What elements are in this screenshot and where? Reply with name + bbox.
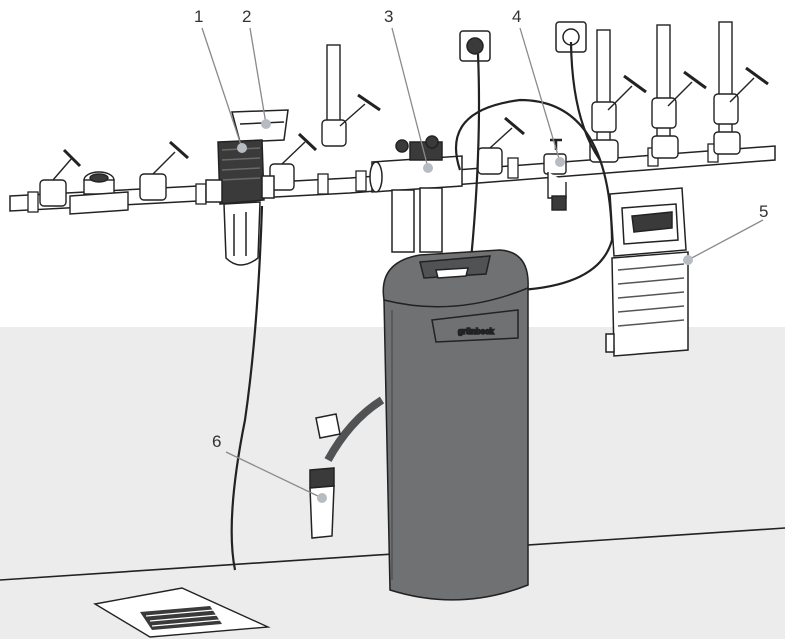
callout-number-1: 1 [194,7,203,26]
callout-number-3: 3 [384,7,393,26]
brand-label: grünbeck [458,327,495,336]
callout-line-5 [688,220,763,260]
dosing-unit [606,188,688,356]
callout-number-2: 2 [242,7,251,26]
callout-dot-4 [555,157,565,167]
callout-line-1 [202,28,242,148]
callout-number-5: 5 [759,202,768,221]
callout-dot-1 [237,143,247,153]
callout-dot-2 [261,119,271,129]
callout-dot-6 [317,493,327,503]
softener-tank: grünbeck [383,250,528,600]
callout-dot-5 [683,255,693,265]
blending-valve [370,136,462,252]
callout-line-2 [250,28,266,124]
callout-number-6: 6 [212,432,221,451]
vertical-pipes [327,22,732,155]
callout-number-4: 4 [512,7,521,26]
callout-line-4 [520,28,560,162]
callout-dot-3 [423,163,433,173]
